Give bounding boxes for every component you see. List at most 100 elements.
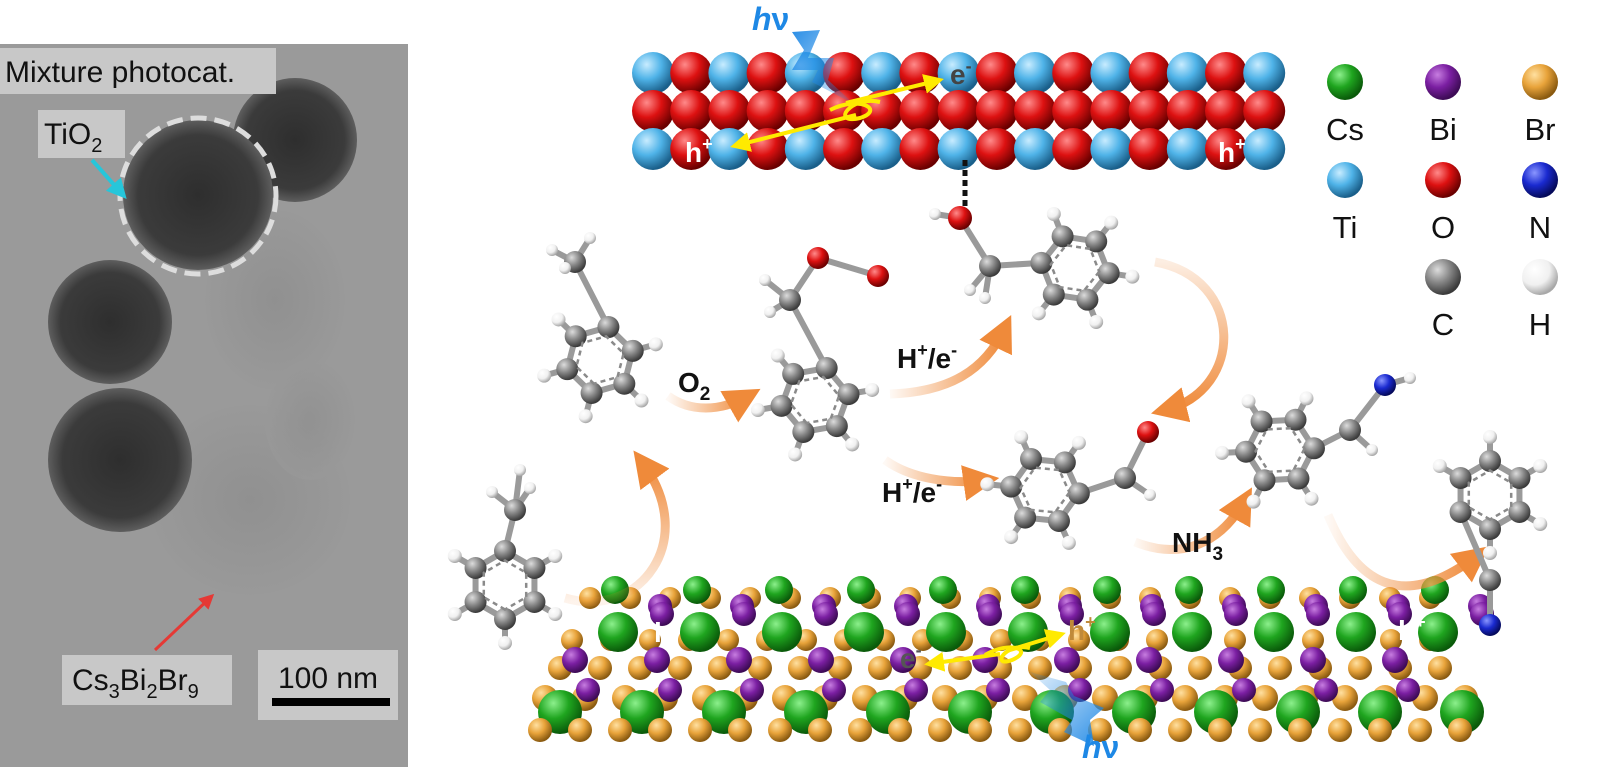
h-atom (1366, 444, 1378, 456)
h-atom (750, 403, 765, 418)
benzaldimine-molecule (1215, 372, 1416, 509)
h-atom (770, 348, 785, 363)
o-atom (784, 90, 827, 132)
bi-atom (1388, 602, 1412, 626)
c-atom (597, 316, 620, 339)
h-atom (929, 208, 941, 220)
br-atom (968, 718, 992, 742)
br-atom (639, 629, 661, 651)
bi-atom (814, 602, 838, 626)
toluene-molecule-surface (447, 464, 563, 650)
h-atom (1246, 494, 1261, 509)
h-atom (979, 292, 991, 304)
br-atom (648, 718, 672, 742)
hole-label-top-left: h+ (685, 134, 713, 168)
c-atom (1284, 408, 1307, 431)
cs-atom (1172, 612, 1212, 652)
h-atom (1071, 435, 1086, 450)
o-atom (670, 52, 713, 94)
grey-sphere (1425, 259, 1461, 295)
br-atom (1092, 685, 1118, 711)
h-atom (788, 447, 803, 462)
photon-label-top: hν (752, 1, 789, 37)
c-atom (1067, 482, 1090, 505)
c-atom (1479, 450, 1501, 472)
o-atom (632, 90, 674, 132)
br-atom (788, 656, 812, 680)
h-atom (1483, 430, 1497, 444)
br-atom (748, 656, 772, 680)
br-atom (1248, 718, 1272, 742)
legend-label: C (1432, 307, 1454, 342)
c-atom (1030, 251, 1053, 274)
arrow-to-nitrile (1323, 513, 1490, 591)
legend-label: N (1529, 210, 1551, 245)
br-atom (1172, 685, 1198, 711)
aromatic-ring (789, 375, 841, 425)
cs-atom (926, 612, 966, 652)
br-atom (561, 629, 583, 651)
h-atom (447, 549, 462, 563)
h-atom (648, 337, 663, 352)
h-atom (1483, 546, 1497, 560)
c-atom (1076, 288, 1099, 311)
legend-label: Ti (1333, 210, 1358, 245)
h-atom (759, 274, 771, 286)
o-atom (1052, 52, 1095, 94)
tem-image-panel: Mixture photocat. TiO2 Cs3Bi2Br9 100 nm (0, 44, 408, 767)
ti-atom (1014, 52, 1056, 94)
bi-atom (1382, 647, 1408, 673)
red-sphere (1425, 162, 1461, 198)
c-atom (792, 420, 815, 443)
o-atom (899, 128, 942, 170)
c-atom (1508, 467, 1531, 489)
aromatic-ring (1467, 469, 1513, 521)
scale-bar-box: 100 nm (258, 650, 398, 720)
o-atom (1205, 90, 1247, 132)
tio2-nanospheres (48, 78, 357, 532)
cs-atom (680, 612, 720, 652)
c-atom (1479, 518, 1501, 540)
legend-item-bi: Bi (1425, 64, 1461, 147)
bi-atom (726, 647, 752, 673)
br-atom (1332, 685, 1358, 711)
legend-item-c: C (1425, 259, 1461, 342)
br-atom (708, 656, 732, 680)
o-atom (1243, 90, 1286, 132)
benzaldehyde-molecule (980, 421, 1159, 550)
molecules (447, 206, 1548, 650)
cs-atom (598, 612, 638, 652)
h-atom (1125, 269, 1140, 284)
cs-atom (1418, 612, 1458, 652)
bi-atom (1054, 647, 1080, 673)
o-atom (975, 90, 1018, 132)
br-atom (588, 656, 612, 680)
legend-label: Cs (1326, 112, 1364, 147)
tio2-sphere (48, 388, 192, 532)
bi-atom (1396, 678, 1420, 702)
hole-label-bottom-right: h+ (1398, 612, 1426, 646)
cs-atom (1093, 576, 1121, 604)
br-atom (828, 656, 852, 680)
bi-atom (740, 678, 764, 702)
o-atom (948, 206, 972, 230)
bi-atom (1150, 678, 1174, 702)
ti-atom (1014, 128, 1056, 170)
hole-transfer-arrow (730, 113, 857, 152)
tem-title-box: Mixture photocat. (0, 48, 276, 94)
br-atom (668, 656, 692, 680)
br-atom (1408, 718, 1432, 742)
br-atom (1088, 718, 1112, 742)
br-atom (1208, 718, 1232, 742)
c-atom (564, 325, 587, 348)
cs-atom (683, 576, 711, 604)
br-atom (1168, 718, 1192, 742)
ti-atom (861, 52, 904, 94)
h-atom (1404, 372, 1416, 384)
c-atom (464, 557, 487, 579)
ti-atom (1166, 52, 1209, 94)
legend-label: O (1431, 210, 1455, 245)
legend-item-n: N (1522, 162, 1558, 245)
br-atom (1188, 656, 1212, 680)
br-atom (608, 718, 632, 742)
